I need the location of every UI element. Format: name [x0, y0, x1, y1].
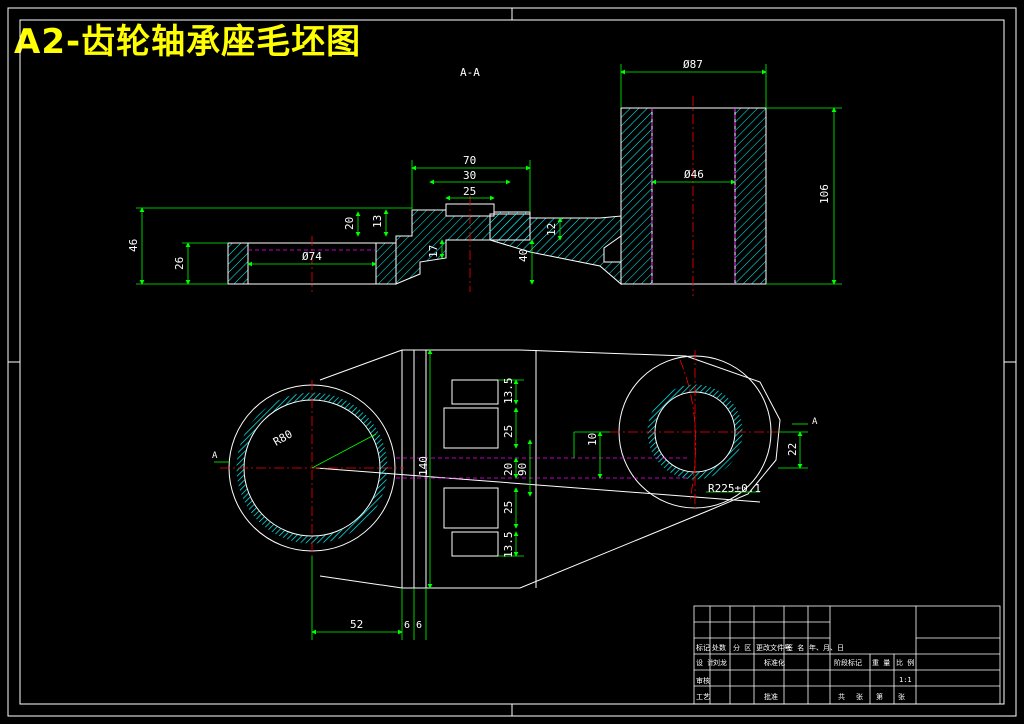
dim-40: 40 — [517, 249, 530, 262]
tb-designer-name: 刘龙 — [713, 658, 727, 667]
tb-review-label: 审核 — [696, 676, 710, 685]
dim-13-5-top: 13.5 — [502, 378, 515, 405]
plan-dimensions — [311, 349, 808, 640]
dim-52: 52 — [350, 618, 363, 631]
tb-col-zone: 分 区 — [733, 643, 751, 652]
dim-10: 10 — [586, 433, 599, 446]
tb-col-docno: 更改文件号 — [756, 643, 791, 652]
dim-25: 25 — [463, 185, 476, 198]
dim-140: 140 — [417, 456, 430, 476]
dim-d87: Ø87 — [683, 58, 703, 71]
dim-25-top: 25 — [502, 425, 515, 438]
title-block-text: 标记 处数 分 区 更改文件号 签 名 年、月、日 设 计 刘龙 标准化 审核 … — [696, 643, 914, 701]
tb-col-mark: 标记 — [696, 643, 710, 652]
tb-col-sign: 签 名 — [786, 643, 804, 652]
tb-sheet-total-a: 共 — [838, 692, 845, 701]
tb-weight-header: 重 量 — [872, 659, 890, 667]
section-marker-right-label: A — [812, 417, 818, 427]
dim-d46: Ø46 — [684, 168, 704, 181]
dim-22: 22 — [786, 443, 799, 456]
dim-6-left: 6 — [404, 620, 410, 631]
dim-25-bottom: 25 — [502, 501, 515, 514]
tb-sheet-no-a: 第 — [876, 692, 883, 701]
tb-col-date: 年、月、日 — [809, 643, 844, 652]
dim-d74: Ø74 — [302, 250, 322, 263]
dim-106: 106 — [818, 184, 831, 204]
dim-17: 17 — [427, 245, 440, 258]
section-hatch — [227, 107, 767, 286]
title-block — [693, 605, 1001, 705]
section-dimension-text: Ø87 Ø46 106 70 30 25 46 26 Ø74 20 13 17 … — [127, 58, 831, 270]
tb-sheet-total-b: 张 — [856, 692, 863, 701]
dim-90: 90 — [516, 463, 529, 476]
section-label: A-A — [460, 66, 480, 79]
dim-13: 13 — [371, 215, 384, 228]
dim-30: 30 — [463, 169, 476, 182]
tb-sheet-no-b: 张 — [898, 692, 905, 701]
tb-designer-label: 设 计 — [696, 658, 714, 667]
tb-process-label: 工艺 — [696, 693, 710, 701]
section-hidden-lines — [248, 108, 736, 284]
drawing-title: A2-齿轮轴承座毛坯图 — [14, 22, 362, 62]
tb-stage-header: 阶段标记 — [834, 658, 862, 667]
dim-20: 20 — [343, 217, 356, 230]
section-dimensions — [136, 64, 842, 285]
dim-26: 26 — [173, 257, 186, 270]
dim-r80: R80 — [271, 427, 295, 448]
tb-col-count: 处数 — [712, 643, 726, 652]
section-view-a-a: A-A — [127, 58, 842, 296]
dim-r225: R225±0.1 — [708, 482, 761, 495]
dim-6-right: 6 — [416, 620, 422, 631]
tb-standard-label: 标准化 — [764, 658, 785, 667]
tb-approve-label: 批准 — [764, 692, 778, 701]
tb-scale-value: 1:1 — [899, 676, 912, 684]
section-marker-left-label: A — [212, 451, 218, 461]
tb-scale-header: 比 例 — [896, 658, 914, 667]
dim-70: 70 — [463, 154, 476, 167]
dim-12: 12 — [545, 223, 558, 236]
dim-46: 46 — [127, 239, 140, 252]
plan-view: A A — [212, 349, 818, 640]
plan-centerlines — [220, 350, 780, 556]
plan-hidden-lines — [396, 457, 690, 479]
sheet-border — [7, 7, 1017, 717]
dim-13-5-bottom: 13.5 — [502, 532, 515, 559]
dim-20-mid: 20 — [502, 463, 515, 476]
